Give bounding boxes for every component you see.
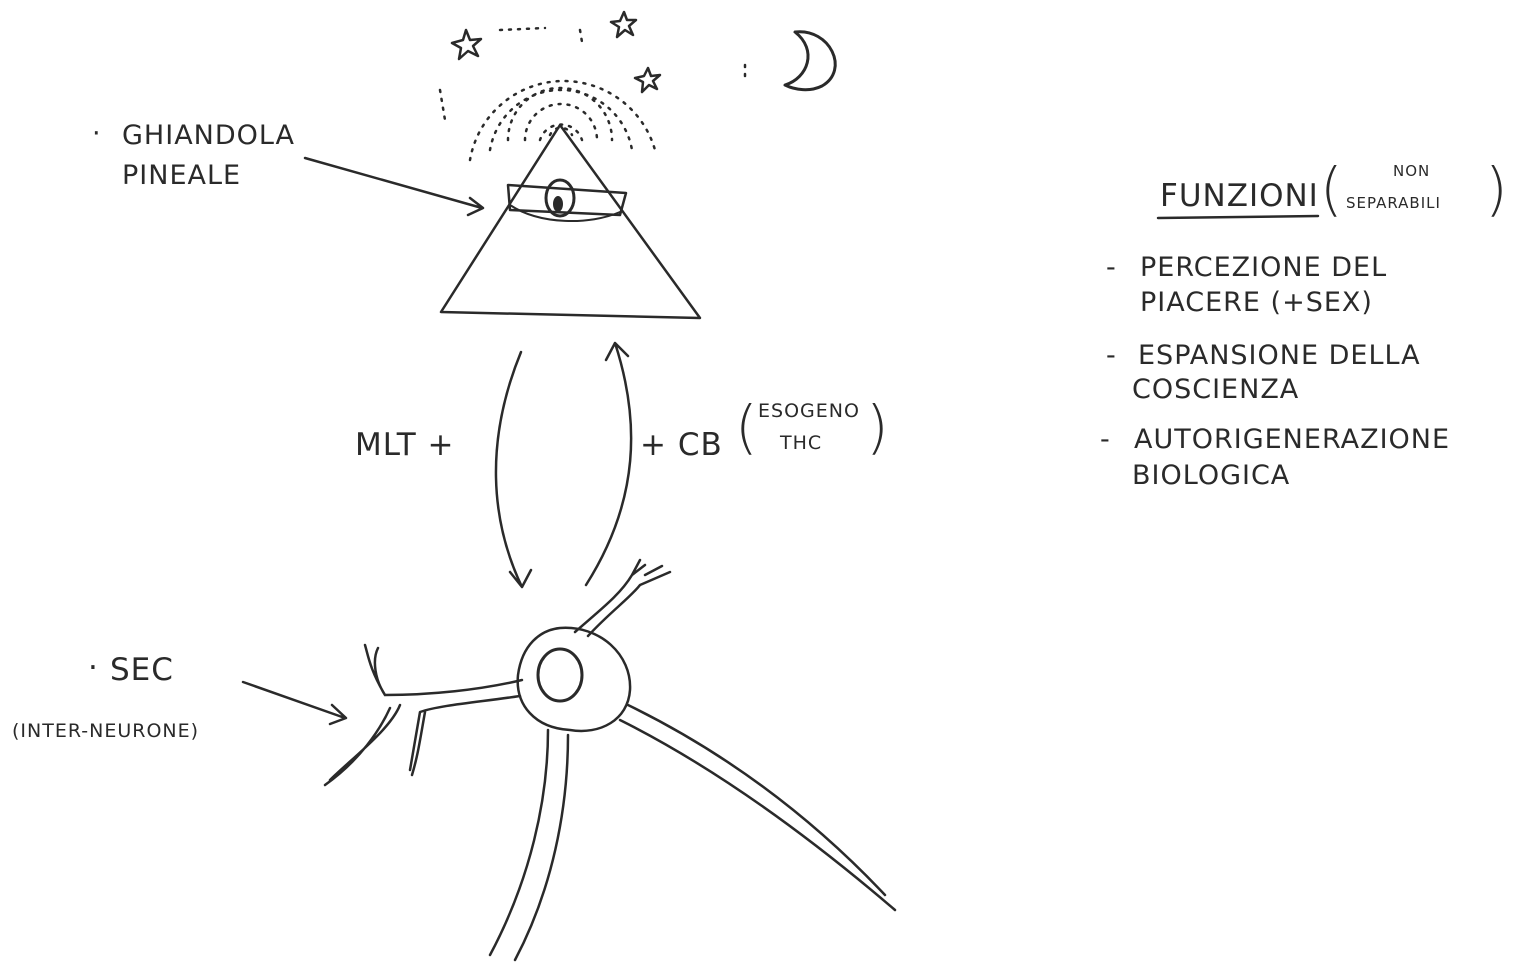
function-line2: COSCIENZA bbox=[1132, 374, 1300, 405]
paren-close: ) bbox=[866, 393, 889, 461]
function-dash: - bbox=[1106, 252, 1117, 283]
star-icon bbox=[633, 66, 662, 94]
functions-qualifier-line1: NON bbox=[1393, 162, 1431, 180]
pyramid-icon bbox=[439, 123, 702, 320]
paren-open: ( bbox=[735, 393, 758, 461]
function-line2: BIOLOGICA bbox=[1132, 460, 1291, 491]
star-icon bbox=[450, 28, 483, 61]
sec-bullet: · bbox=[88, 650, 99, 686]
left-arrow-label: MLT + bbox=[355, 427, 455, 463]
functions-paren-close: ) bbox=[1485, 155, 1508, 223]
function-line1: PERCEZIONE DEL bbox=[1140, 252, 1388, 283]
sec-sublabel: (INTER-NEURONE) bbox=[12, 720, 200, 742]
right-arrow-label: + CB bbox=[640, 427, 723, 463]
sec-pointer-arrow bbox=[241, 680, 348, 726]
functions-qualifier-line2: SEPARABILI bbox=[1346, 194, 1441, 212]
function-dash: - bbox=[1100, 424, 1111, 455]
title-underline bbox=[1156, 214, 1320, 220]
pyramid-cap-band bbox=[506, 183, 628, 217]
pineal-pointer-arrow bbox=[303, 156, 485, 217]
right-paren-line2: THC bbox=[780, 432, 823, 454]
pineal-label-line1: GHIANDOLA bbox=[122, 120, 296, 151]
function-dash: - bbox=[1106, 340, 1117, 371]
functions-paren-open: ( bbox=[1320, 155, 1343, 223]
functions-title: FUNZIONI bbox=[1160, 178, 1319, 214]
up-arrow bbox=[584, 341, 633, 587]
function-line1: AUTORIGENERAZIONE bbox=[1134, 424, 1451, 455]
function-line1: ESPANSIONE DELLA bbox=[1138, 340, 1421, 371]
down-arrow bbox=[494, 350, 533, 589]
sec-label: SEC bbox=[110, 652, 174, 688]
function-line2: PIACERE (+SEX) bbox=[1140, 287, 1373, 318]
moon-icon bbox=[783, 30, 837, 92]
pineal-bullet: · bbox=[92, 118, 102, 149]
pineal-label-line2: PINEALE bbox=[122, 160, 242, 191]
right-paren-line1: ESOGENO bbox=[758, 400, 860, 422]
neuron-icon bbox=[323, 558, 897, 962]
star-icon bbox=[609, 10, 638, 39]
eye-icon bbox=[544, 178, 576, 218]
radiating-rings bbox=[438, 26, 747, 162]
